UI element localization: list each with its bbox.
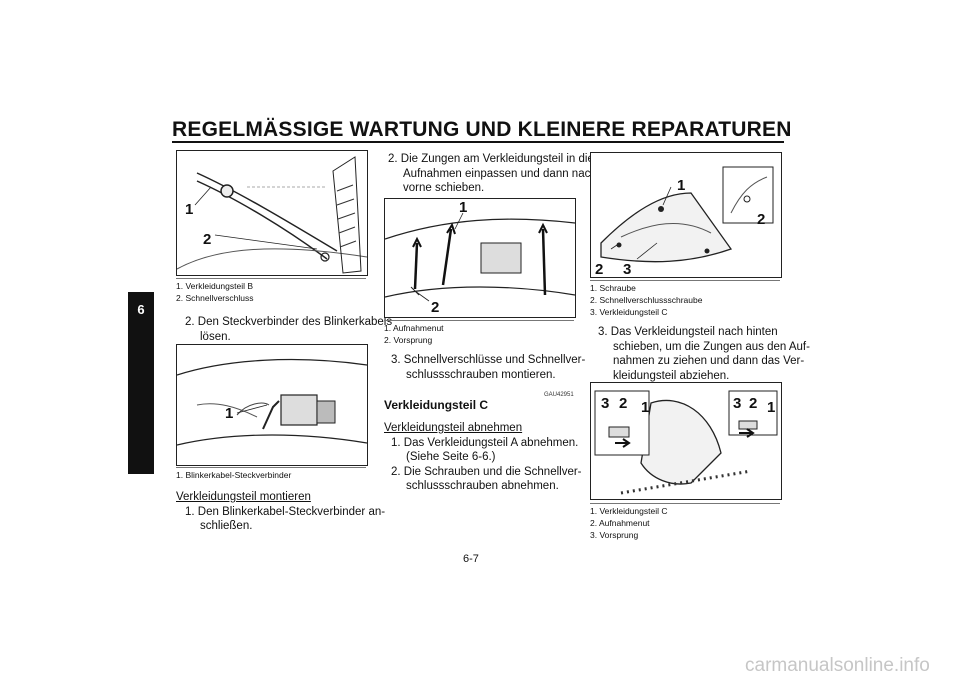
figure-caption: 1. Schraube 2. Schnellverschlussschraube… — [590, 280, 780, 318]
callout-label: 1 — [459, 199, 468, 216]
page-title: REGELMÄSSIGE WARTUNG UND KLEINERE REPARA… — [172, 118, 792, 141]
callout-label: 1 — [185, 201, 194, 218]
step-3-text: 3. Schnellverschlüsse und Schnellver- sc… — [391, 354, 586, 381]
figure-caption: 1. Aufnahmenut 2. Vorsprung — [384, 320, 574, 346]
callout-label: 2 — [757, 211, 766, 228]
step-3-text: 3. Das Verkleidungsteil nach hinten schi… — [598, 326, 810, 382]
figure-cowling-c-screws: 1 2 2 3 — [590, 152, 782, 278]
callout-label: 2 — [595, 261, 604, 278]
section-code: GAU42951 — [544, 392, 574, 398]
callout-label: 1 — [641, 399, 650, 416]
install-section: Verkleidungsteil montieren 1. Den Blinke… — [176, 491, 386, 532]
page-number: 6-7 — [463, 553, 479, 565]
figure-caption: 1. Verkleidungsteil C 2. Aufnahmenut 3. … — [590, 503, 780, 541]
title-rule — [172, 141, 784, 143]
figure-cowling-c-removal: 3 2 1 3 2 1 — [590, 382, 782, 500]
callout-label: 1 — [677, 177, 686, 194]
figure-caption: 1. Verkleidungsteil B 2. Schnellverschlu… — [176, 278, 366, 304]
section-heading: Verkleidungsteil C — [384, 398, 489, 412]
chapter-tab: 6 — [128, 292, 154, 474]
figure-turn-signal-connector: 1 — [176, 344, 368, 466]
callout-label: 1 — [767, 399, 776, 416]
remove-section: Verkleidungsteil abnehmen 1. Das Verklei… — [384, 422, 582, 492]
callout-label: 2 — [619, 395, 628, 412]
step-2-text: 2. Die Zungen am Verkleidungsteil in die… — [388, 153, 597, 194]
callout-label: 2 — [749, 395, 758, 412]
callout-label: 3 — [623, 261, 632, 278]
figure-slots-tabs: 1 2 — [384, 198, 576, 318]
step-2-text: 2. Den Steckverbinder des Blinkerkabels … — [185, 316, 393, 343]
sub-heading: Verkleidungsteil abnehmen — [384, 422, 523, 434]
callout-label: 1 — [225, 405, 234, 422]
figure-cowling-b: 1 2 — [176, 150, 368, 276]
callout-label: 2 — [431, 299, 440, 316]
watermark: carmanualsonline.info — [745, 655, 930, 676]
callout-label: 3 — [733, 395, 742, 412]
callout-label: 2 — [203, 231, 212, 248]
figure-caption: 1. Blinkerkabel-Steckverbinder — [176, 467, 366, 481]
callout-label: 3 — [601, 395, 610, 412]
sub-heading: Verkleidungsteil montieren — [176, 491, 311, 503]
